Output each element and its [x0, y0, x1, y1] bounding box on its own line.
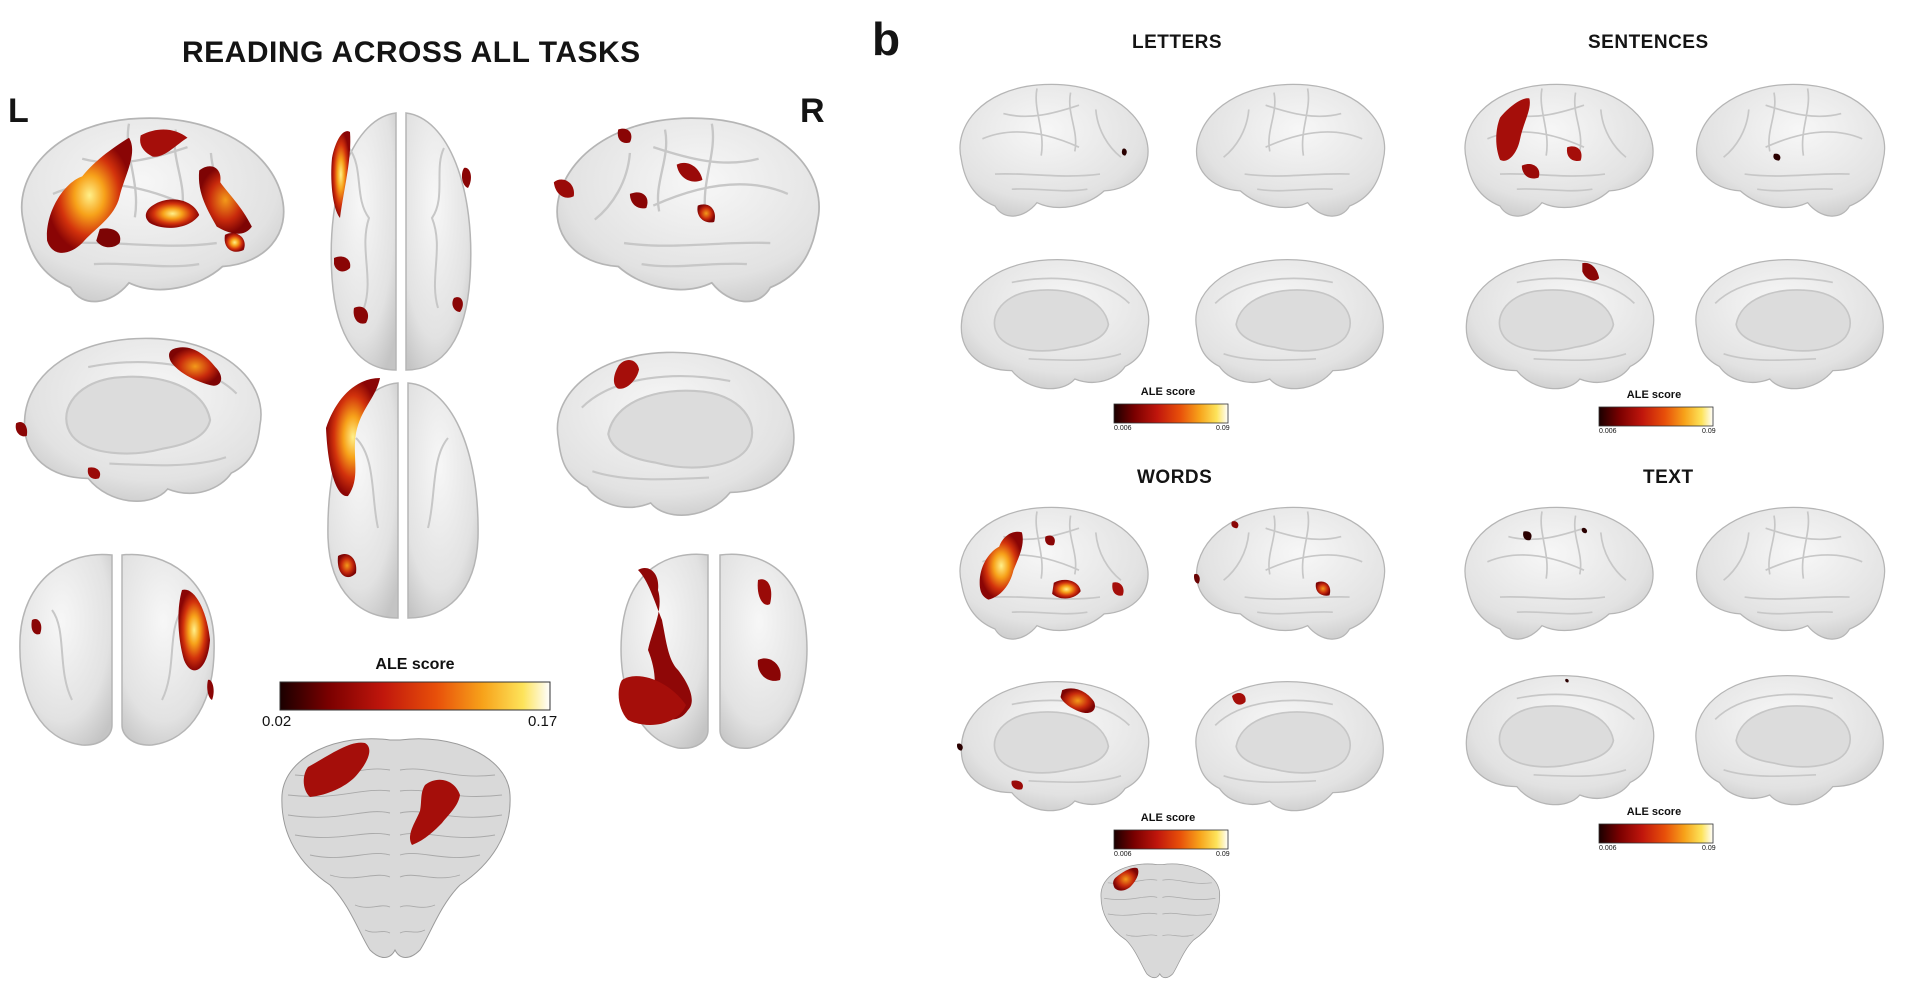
letters-group: [959, 83, 1386, 424]
words-right-lateral: [1193, 506, 1386, 640]
anterior-brain: [19, 553, 215, 746]
panel-a-colorbar-max: 0.17: [528, 713, 558, 730]
dorsal-left-frontal-cluster: [331, 131, 351, 218]
sentences-ifg-cluster: [1496, 98, 1530, 161]
left-hemisphere-label: L: [8, 92, 30, 130]
left-medial-sma-cluster: [169, 347, 222, 386]
letters-colorbar: [1113, 403, 1229, 424]
sentences-colorbar-max: 0.09: [1702, 428, 1716, 435]
right-lateral-brain: [553, 116, 821, 303]
text-colorbar: [1598, 823, 1714, 844]
text-colorbar-title: ALE score: [1626, 806, 1682, 818]
dorsal-brain: [330, 112, 472, 371]
panel-a-cerebellum-left-cluster: [303, 742, 370, 797]
left-lateral-brain: [20, 116, 285, 303]
letters-right-lateral: [1195, 83, 1386, 217]
letters-colorbar-title: ALE score: [1140, 386, 1196, 398]
letters-colorbar-min: 0.006: [1114, 425, 1132, 432]
words-group: [956, 506, 1386, 979]
letters-right-medial: [1195, 258, 1385, 390]
text-group: [1464, 506, 1886, 844]
left-medial-brain: [15, 337, 263, 503]
sentences-colorbar-min: 0.006: [1599, 428, 1617, 435]
letters-left-lateral: [959, 83, 1149, 217]
words-left-medial: [956, 680, 1150, 812]
sentences-right-lateral: [1695, 83, 1886, 217]
text-left-lateral: [1464, 506, 1654, 640]
ventral-brain: [326, 378, 479, 619]
right-medial-brain: [556, 351, 795, 517]
sentences-group: [1464, 83, 1886, 427]
panel-a-colorbar: [279, 681, 551, 711]
panel-a-colorbar-title: ALE score: [375, 656, 455, 673]
words-left-lateral: [959, 506, 1149, 640]
text-colorbar-max: 0.09: [1702, 845, 1716, 852]
words-cerebellum-cluster: [1113, 867, 1139, 891]
ventral-left-fusiform-cluster: [326, 378, 380, 497]
letters-colorbar-max: 0.09: [1216, 425, 1230, 432]
words-right-medial: [1195, 680, 1385, 812]
words-colorbar-min: 0.006: [1114, 851, 1132, 858]
anterior-right-frontal-cluster: [178, 589, 210, 671]
right-hemisphere-label: R: [800, 92, 826, 130]
words-colorbar-title: ALE score: [1140, 812, 1196, 824]
posterior-brain: [618, 553, 808, 749]
text-right-medial: [1695, 674, 1885, 806]
posterior-left-occipital-cluster: [638, 568, 692, 720]
text-title: TEXT: [1643, 467, 1694, 488]
sentences-colorbar-title: ALE score: [1626, 389, 1682, 401]
panel-a-title: READING ACROSS ALL TASKS: [182, 36, 641, 69]
panel-b-letter: b: [872, 13, 901, 65]
panel-a-colorbar-min: 0.02: [262, 713, 292, 730]
text-left-medial: [1465, 674, 1655, 806]
words-ifg-cluster: [979, 531, 1023, 600]
letters-title: LETTERS: [1132, 32, 1223, 53]
words-title: WORDS: [1137, 467, 1213, 488]
text-right-lateral: [1695, 506, 1886, 640]
sentences-right-medial: [1695, 258, 1885, 390]
sentences-colorbar: [1598, 406, 1714, 427]
words-colorbar-max: 0.09: [1216, 851, 1230, 858]
sentences-title: SENTENCES: [1588, 32, 1709, 53]
panel-a-cerebellum: [281, 738, 511, 958]
panel-a-cerebellum-right-cluster: [410, 779, 460, 845]
left-lateral-frontal-cluster: [46, 137, 133, 253]
text-colorbar-min: 0.006: [1599, 845, 1617, 852]
letters-left-medial: [960, 258, 1150, 390]
words-cerebellum: [1100, 863, 1220, 979]
sentences-left-medial: [1465, 258, 1655, 390]
words-medial-sma-cluster: [1060, 688, 1095, 714]
sentences-left-lateral: [1464, 83, 1654, 217]
words-colorbar: [1113, 829, 1229, 850]
